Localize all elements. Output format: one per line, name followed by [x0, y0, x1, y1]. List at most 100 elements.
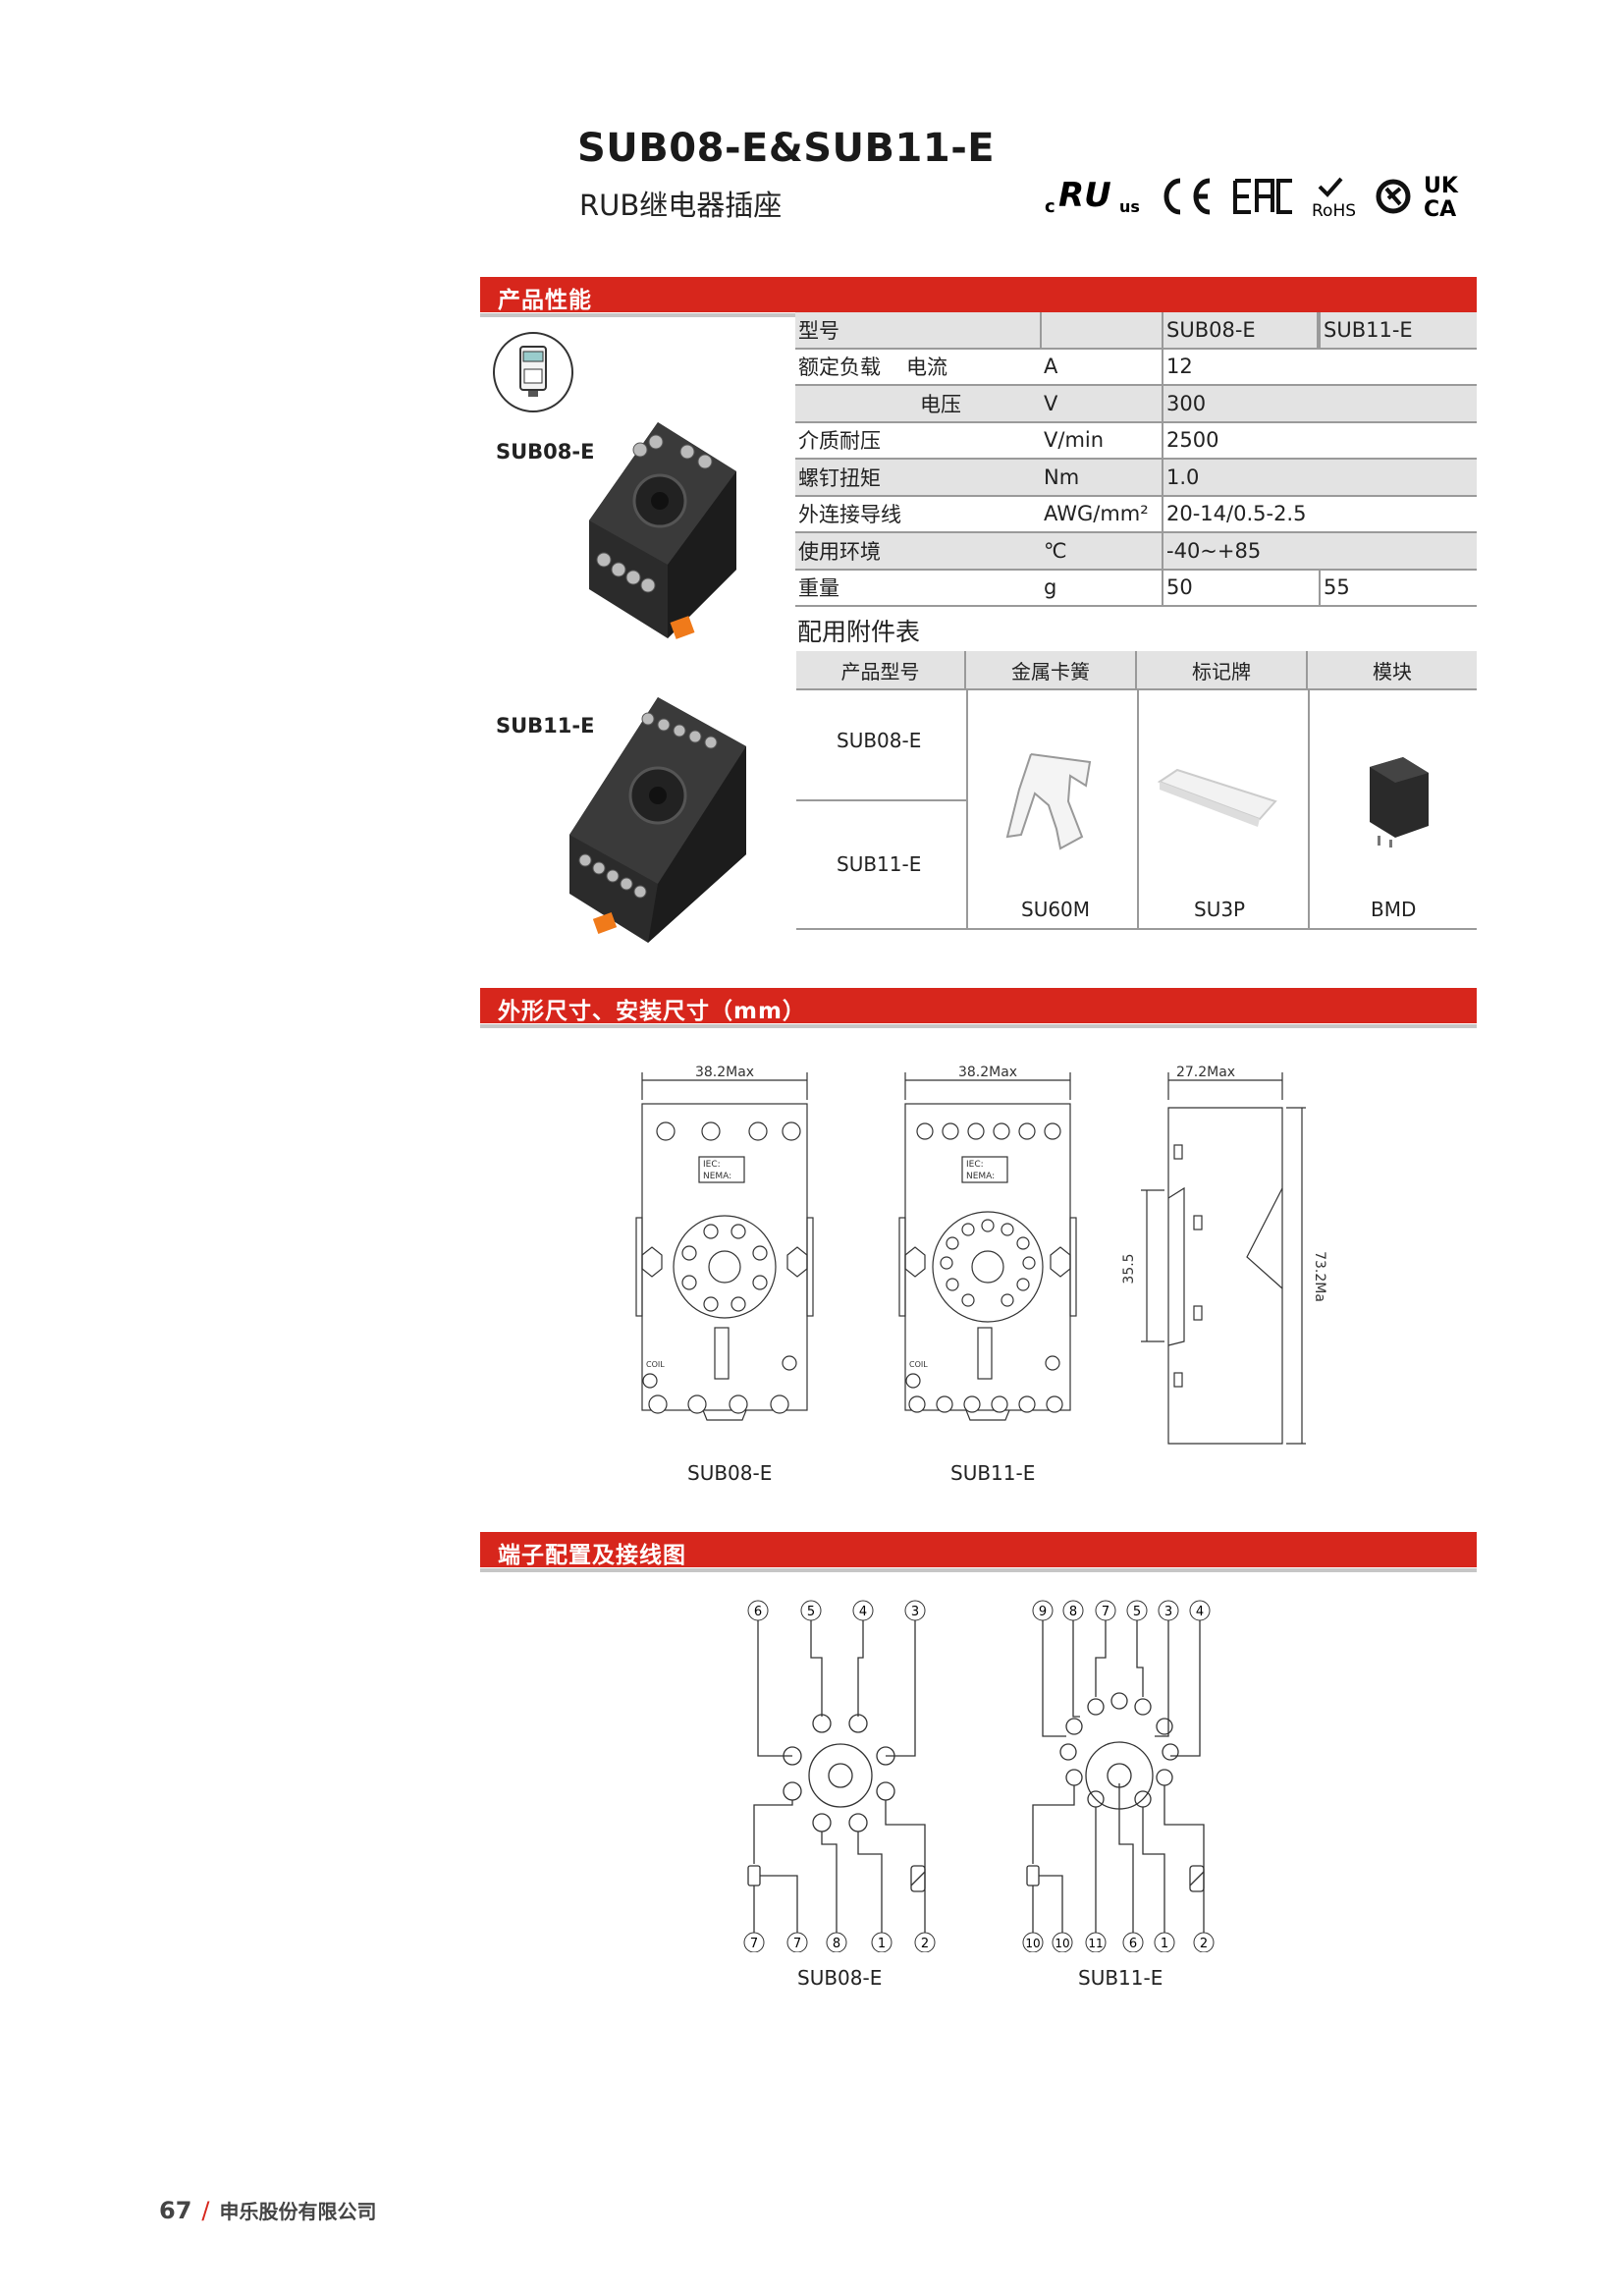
acc-model-sub08: SUB08-E [837, 729, 922, 752]
svg-text:2: 2 [1200, 1937, 1208, 1951]
svg-text:8: 8 [1069, 1605, 1077, 1619]
spec-value-2 [1320, 495, 1477, 533]
svg-text:7: 7 [793, 1937, 801, 1951]
wiring-bottom-labels: 7 7 8 1 2 [743, 1932, 936, 1952]
dimension-drawing-sub08: 38.2Max IEC: NEMA: COIL [635, 1065, 814, 1421]
spec-subparam: 电流 [906, 355, 947, 380]
spec-subparam: 电压 [920, 392, 961, 416]
acc-model-sub11: SUB11-E [837, 852, 922, 876]
spec-row: 重量 g 50 55 [795, 569, 1477, 607]
spec-row: 螺钉扭矩 Nm 1.0 [795, 459, 1477, 497]
terminal-label: 5 [1126, 1600, 1148, 1621]
svg-text:6: 6 [754, 1605, 762, 1619]
svg-text:5: 5 [807, 1605, 815, 1619]
spec-row: 使用环境 ℃ -40~+85 [795, 532, 1477, 571]
metal-spring-image [1005, 753, 1092, 850]
svg-text:3: 3 [911, 1605, 919, 1619]
spec-unit: V/min [1041, 421, 1163, 460]
spec-value-1: -40~+85 [1163, 532, 1320, 571]
terminal-label: 10 [1052, 1932, 1073, 1952]
spec-row: 电压 V 300 [795, 385, 1477, 423]
spec-header-unit [1041, 312, 1163, 350]
terminal-label: 7 [743, 1932, 765, 1952]
spec-header-param: 型号 [795, 312, 1042, 350]
terminal-label: 1 [1154, 1932, 1175, 1952]
terminal-label: 3 [904, 1600, 926, 1621]
page-number: 67 [159, 2197, 192, 2224]
certification-marks: c RU us RoHS UK CA [1045, 174, 1459, 222]
ukca-mark-icon: UK CA [1424, 174, 1459, 222]
terminal-label: 5 [800, 1600, 822, 1621]
svg-text:RoHS: RoHS [1312, 201, 1356, 221]
spec-unit: AWG/mm² [1041, 495, 1163, 533]
terminal-label: 11 [1085, 1932, 1107, 1952]
dim-nema-label: NEMA: [703, 1172, 731, 1181]
terminal-label: 8 [1062, 1600, 1084, 1621]
dim-rail-label: 35.5 [1121, 1253, 1137, 1284]
svg-text:5: 5 [1133, 1605, 1141, 1619]
marker-tag-image [1157, 768, 1277, 827]
dim-nema-label: NEMA: [966, 1172, 995, 1181]
terminal-label: 1 [871, 1932, 893, 1952]
dim-width-label: 38.2Max [695, 1065, 754, 1080]
svg-text:10: 10 [1025, 1937, 1040, 1950]
terminal-label: 3 [1158, 1600, 1179, 1621]
dim-width-label: 38.2Max [958, 1065, 1017, 1080]
section-bar-dimensions: 外形尺寸、安装尺寸（mm） [480, 988, 1477, 1028]
svg-text:7: 7 [750, 1937, 758, 1951]
dim-depth-label: 27.2Max [1176, 1065, 1235, 1080]
product-label-sub11: SUB11-E [496, 714, 595, 738]
svg-text:9: 9 [1039, 1605, 1047, 1619]
dim-height-label: 73.2Ma [1312, 1251, 1327, 1302]
spec-value-2 [1320, 532, 1477, 571]
ce-mark-icon [1163, 178, 1211, 215]
svg-text:RU: RU [1058, 176, 1111, 215]
spec-header-col2: SUB11-E [1320, 312, 1477, 350]
acc-row-divider [796, 799, 966, 801]
svg-text:8: 8 [833, 1937, 840, 1951]
spec-table: 型号 SUB08-E SUB11-E 额定负载电流 A 12 电压 V 300 … [795, 312, 1477, 607]
svg-text:3: 3 [1164, 1605, 1172, 1619]
terminal-label: 4 [1189, 1600, 1211, 1621]
spec-unit: g [1041, 569, 1163, 607]
acc-part-module: BMD [1371, 898, 1417, 921]
accessories-title: 配用附件表 [797, 618, 921, 646]
svg-text:11: 11 [1088, 1937, 1103, 1950]
svg-text:4: 4 [859, 1605, 867, 1619]
acc-divider [1308, 688, 1310, 930]
spec-value-2 [1320, 421, 1477, 460]
spec-param: 重量 [795, 569, 1041, 607]
acc-part-spring: SU60M [1021, 898, 1091, 921]
acc-divider [1137, 688, 1139, 930]
dim-iec-label: IEC: [703, 1160, 721, 1170]
svg-text:10: 10 [1055, 1937, 1069, 1950]
acc-header-tag: 标记牌 [1136, 651, 1308, 690]
wiring-caption-sub11: SUB11-E [1078, 1966, 1163, 1990]
svg-text:1: 1 [878, 1937, 886, 1951]
spec-value-2: 55 [1320, 569, 1477, 607]
product-label-sub08: SUB08-E [496, 440, 595, 464]
terminal-label: 6 [1122, 1932, 1144, 1952]
terminal-label: 7 [1095, 1600, 1116, 1621]
ur-mark-icon: c RU us [1045, 176, 1140, 217]
spec-unit: V [1041, 385, 1163, 423]
spec-unit: A [1041, 348, 1163, 386]
svg-text:1: 1 [1161, 1937, 1168, 1951]
acc-header-spring: 金属卡簧 [965, 651, 1137, 690]
spec-row: 介质耐压 V/min 2500 [795, 421, 1477, 460]
terminal-label: 6 [747, 1600, 769, 1621]
company-name: 申乐股份有限公司 [219, 2200, 377, 2223]
dim-caption-sub11: SUB11-E [950, 1461, 1036, 1485]
module-image [1370, 757, 1429, 847]
dim-coil-label: COIL [909, 1360, 928, 1369]
spec-param: 介质耐压 [795, 421, 1041, 460]
spec-param: 使用环境 [795, 532, 1041, 571]
acc-bottom-rule [796, 928, 1477, 930]
spec-header-col1: SUB08-E [1163, 312, 1321, 350]
section-bar-performance: 产品性能 [480, 277, 1477, 317]
acc-header-model: 产品型号 [796, 651, 966, 690]
page-subtitle: RUB继电器插座 [579, 189, 783, 222]
spec-value-2 [1320, 459, 1477, 497]
wiring-diagram-sub08: 6 5 4 3 7 7 8 1 2 [743, 1600, 936, 1952]
rohs-mark-icon: RoHS [1312, 177, 1356, 221]
